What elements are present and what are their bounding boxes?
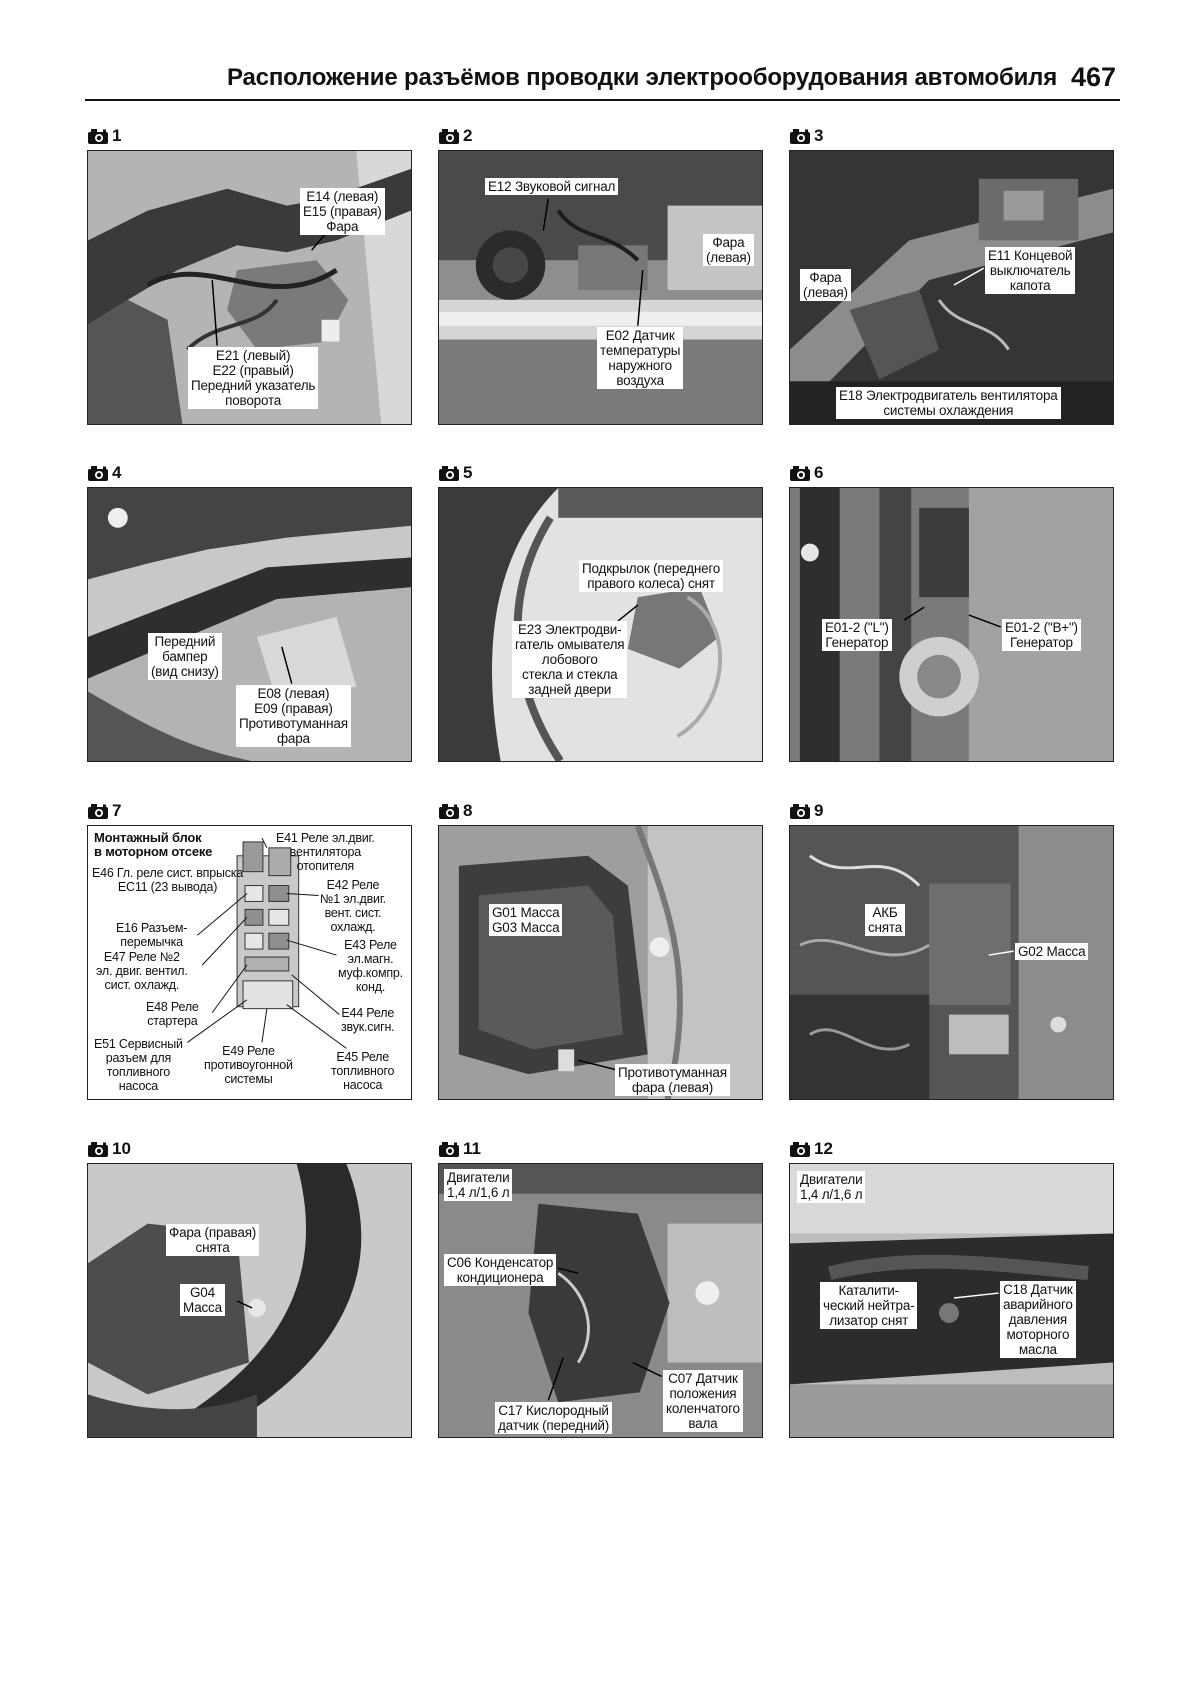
photo-panel-4: Передний бампер (вид снизу) E08 (левая) … <box>87 487 412 762</box>
camera-icon <box>88 466 108 481</box>
figure-number-11: 11 <box>438 1138 481 1160</box>
page-number: 467 <box>1071 62 1117 92</box>
figure-number-9: 9 <box>789 800 823 822</box>
callout-front-bumper: Передний бампер (вид снизу) <box>148 633 222 680</box>
figure-number-text: 1 <box>112 126 122 145</box>
page-title: Расположение разъёмов проводки электрооб… <box>227 64 1057 91</box>
camera-icon <box>88 1142 108 1157</box>
photo-panel-9: АКБ снята G02 Масса <box>789 825 1114 1100</box>
callout-g02-ground: G02 Масса <box>1015 943 1089 960</box>
callout-e21-e22-turn-signal: E21 (левый) E22 (правый) Передний указат… <box>188 347 319 409</box>
figure-number-12: 12 <box>789 1138 833 1160</box>
callout-c17-oxygen-sensor-front: C17 Кислородный датчик (передний) <box>495 1402 613 1434</box>
figure-number-4: 4 <box>87 462 121 484</box>
photo-panel-1: E14 (левая) E15 (правая) Фара E21 (левый… <box>87 150 412 425</box>
camera-icon <box>439 466 459 481</box>
callout-e08-e09-fog-lamp: E08 (левая) E09 (правая) Противотуманная… <box>236 685 351 747</box>
camera-icon <box>790 804 810 819</box>
fuse-block-diagram <box>88 826 411 1099</box>
callout-e11-hood-switch: E11 Концевой выключатель капота <box>985 247 1076 294</box>
camera-icon <box>790 466 810 481</box>
callout-engine-fuse-block-title: Монтажный блок в моторном отсеке <box>94 830 213 859</box>
callout-g04-ground: G04 Масса <box>180 1284 225 1316</box>
callout-headlight-left: Фара (левая) <box>703 234 754 266</box>
callout-battery-removed: АКБ снята <box>865 904 906 936</box>
figure-number-7: 7 <box>87 800 121 822</box>
photo-panel-6: E01-2 ("L") Генератор E01-2 ("B+") Генер… <box>789 487 1114 762</box>
callout-c06-ac-condenser: C06 Конденсатор кондиционера <box>444 1254 557 1286</box>
callout-fog-lamp-left: Противотуманная фара (левая) <box>615 1064 730 1096</box>
callout-wheel-arch-liner-removed: Подкрылок (переднего правого колеса) сня… <box>579 560 724 592</box>
camera-icon <box>439 129 459 144</box>
figure-number-text: 9 <box>814 801 824 820</box>
figure-number-text: 10 <box>112 1139 131 1158</box>
callout-e46-main-injection-relay: E46 Гл. реле сист. впрыска EC11 (23 выво… <box>92 866 244 894</box>
callout-headlight-right-removed: Фара (правая) снята <box>166 1224 260 1256</box>
figure-number-10: 10 <box>87 1138 131 1160</box>
callout-g01-g03-ground: G01 Масса G03 Масса <box>489 904 563 936</box>
callout-e43-compressor-clutch-relay: E43 Реле эл.магн. муф.компр. конд. <box>338 938 403 994</box>
callout-e18-cooling-fan-motor: E18 Электродвигатель вентилятора системы… <box>836 387 1061 419</box>
callout-engines-1-4-1-6: Двигатели 1,4 л/1,6 л <box>444 1169 513 1201</box>
figure-number-text: 11 <box>463 1139 481 1158</box>
callout-e41-heater-fan-relay: E41 Реле эл.двиг. вентилятора отопителя <box>276 831 375 873</box>
photo-ground-points-g01-g03 <box>439 826 762 1099</box>
photo-panel-11: Двигатели 1,4 л/1,6 л C06 Конденсатор ко… <box>438 1163 763 1438</box>
figure-number-text: 4 <box>112 463 122 482</box>
callout-e51-fuel-pump-service-connector: E51 Сервисный разъем для топливного насо… <box>94 1037 183 1093</box>
figure-number-text: 6 <box>814 463 824 482</box>
camera-icon <box>88 804 108 819</box>
callout-catalytic-converter-removed: Каталити- ческий нейтра- лизатор снят <box>820 1282 918 1329</box>
figure-number-text: 7 <box>112 801 122 820</box>
callout-e01-2-l-generator: E01-2 ("L") Генератор <box>822 619 892 651</box>
camera-icon <box>790 1142 810 1157</box>
figure-number-6: 6 <box>789 462 823 484</box>
photo-ground-point-g02 <box>790 826 1113 1099</box>
photo-ground-point-g04 <box>88 1164 411 1437</box>
callout-e47-fan-relay-2: E47 Реле №2 эл. двиг. вентил. сист. охла… <box>96 950 188 992</box>
callout-e23-washer-motor: E23 Электродви- гатель омывателя лобовог… <box>512 621 628 698</box>
photo-panel-5: Подкрылок (переднего правого колеса) сня… <box>438 487 763 762</box>
callout-e02-air-temp-sensor: E02 Датчик температуры наружного воздуха <box>597 327 684 389</box>
callout-e16-jumper-connector: E16 Разъем- перемычка <box>116 921 188 949</box>
photo-panel-12: Двигатели 1,4 л/1,6 л Каталити- ческий н… <box>789 1163 1114 1438</box>
photo-generator-connectors <box>790 488 1113 761</box>
photo-panel-3: Фара (левая) E11 Концевой выключатель ка… <box>789 150 1114 425</box>
callout-e48-starter-relay: E48 Реле стартера <box>146 1000 199 1028</box>
callout-c18-oil-pressure-sensor: C18 Датчик аварийного давления моторного… <box>1000 1281 1076 1358</box>
photo-panel-2: E12 Звуковой сигнал Фара (левая) E02 Дат… <box>438 150 763 425</box>
figure-number-text: 2 <box>463 126 473 145</box>
callout-engines-1-4-1-6: Двигатели 1,4 л/1,6 л <box>797 1171 866 1203</box>
camera-icon <box>439 804 459 819</box>
header-rule <box>85 99 1120 101</box>
callout-e01-2-bplus-generator: E01-2 ("B+") Генератор <box>1002 619 1081 651</box>
callout-e49-immobilizer-relay: E49 Реле противоугонной системы <box>204 1044 293 1086</box>
figure-number-text: 3 <box>814 126 824 145</box>
figure-number-1: 1 <box>87 125 121 147</box>
photo-panel-8: G01 Масса G03 Масса Противотуманная фара… <box>438 825 763 1100</box>
photo-panel-10: Фара (правая) снята G04 Масса <box>87 1163 412 1438</box>
figure-number-2: 2 <box>438 125 472 147</box>
callout-e14-e15-headlight: E14 (левая) E15 (правая) Фара <box>300 188 385 235</box>
camera-icon <box>790 129 810 144</box>
camera-icon <box>439 1142 459 1157</box>
photo-panel-7: Монтажный блок в моторном отсеке E41 Рел… <box>87 825 412 1100</box>
callout-headlight-left: Фара (левая) <box>800 269 851 301</box>
callout-e42-fan-relay-1: E42 Реле №1 эл.двиг. вент. сист. охлажд. <box>320 878 386 934</box>
callout-c07-crankshaft-position-sensor: C07 Датчик положения коленчатого вала <box>663 1370 743 1432</box>
callout-e45-fuel-pump-relay: E45 Реле топливного насоса <box>331 1050 395 1092</box>
callout-e44-horn-relay: E44 Реле звук.сигн. <box>341 1006 395 1034</box>
figure-number-text: 5 <box>463 463 473 482</box>
figure-number-8: 8 <box>438 800 472 822</box>
figure-number-text: 8 <box>463 801 473 820</box>
figure-number-3: 3 <box>789 125 823 147</box>
callout-e12-horn: E12 Звуковой сигнал <box>485 178 619 195</box>
figure-number-5: 5 <box>438 462 472 484</box>
figure-number-text: 12 <box>814 1139 833 1158</box>
camera-icon <box>88 129 108 144</box>
